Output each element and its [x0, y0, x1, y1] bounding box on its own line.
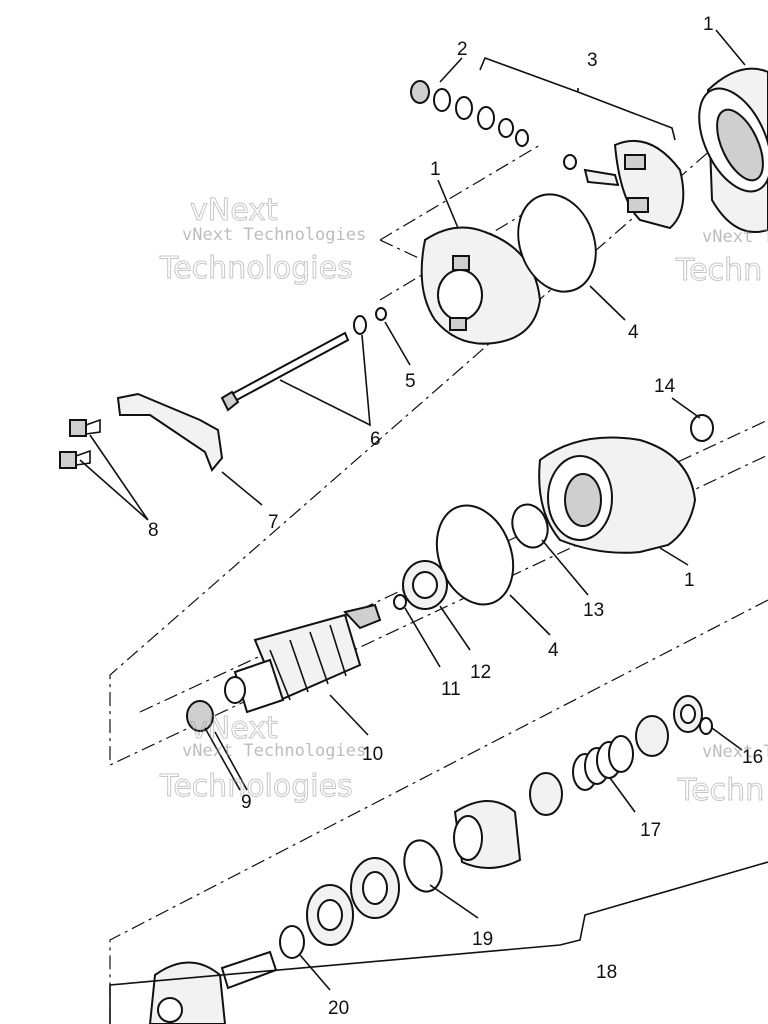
- callout-19: 19: [472, 929, 493, 950]
- callout-14: 14: [654, 376, 676, 397]
- part-washer-14: [690, 414, 714, 442]
- callout-5: 5: [405, 371, 416, 392]
- callout-4-top: 4: [628, 322, 639, 343]
- part-clutch-plate: [306, 884, 354, 946]
- part-mount-bolts: [59, 418, 101, 469]
- callout-6: 6: [370, 429, 381, 450]
- part-drive-housing: [538, 436, 697, 554]
- part-o-ring-13: [511, 503, 549, 549]
- callout-13: 13: [583, 600, 604, 621]
- callout-4-lower: 4: [548, 640, 559, 661]
- part-brush-holder: [563, 139, 685, 230]
- svg-text:vNext Technologies: vNext Technologies: [182, 225, 366, 245]
- watermark-bottom: vNext vNext Technologies Technologies: [159, 711, 367, 805]
- part-spring: [572, 735, 634, 791]
- callouts: 1 2 3 1 4 5 6 7 8 14 1 13 4 12 11 10 9 1…: [148, 14, 763, 1019]
- part-end-cover: [420, 226, 542, 345]
- callout-12: 12: [470, 662, 491, 683]
- callout-17: 17: [640, 820, 661, 841]
- callout-1-top: 1: [703, 14, 714, 35]
- part-bushing: [186, 700, 214, 732]
- part-snap-ring: [279, 925, 305, 959]
- callout-3: 3: [587, 50, 598, 71]
- svg-text:Techn: Techn: [675, 253, 762, 288]
- svg-text:vNext: vNext: [190, 711, 278, 746]
- callout-1-housing: 1: [684, 570, 695, 591]
- svg-text:Technologies: Technologies: [159, 769, 353, 804]
- callout-10: 10: [362, 744, 383, 765]
- part-ring-11: [393, 594, 407, 610]
- callout-2: 2: [457, 39, 468, 60]
- callout-20: 20: [328, 998, 349, 1019]
- part-mount-bracket: [116, 392, 224, 472]
- callout-8: 8: [148, 520, 159, 541]
- part-armature: [224, 603, 382, 714]
- watermark-right-bottom: vNext Te Techn: [677, 742, 768, 809]
- callout-7: 7: [268, 512, 279, 533]
- callout-16: 16: [742, 747, 763, 768]
- svg-text:vNext Te: vNext Te: [702, 742, 768, 762]
- part-ring-19: [403, 839, 443, 893]
- svg-text:vNext: vNext: [190, 193, 278, 228]
- leader-lines: [79, 29, 768, 1024]
- svg-text:vNext Technologies: vNext Technologies: [182, 741, 366, 761]
- part-collar: [529, 772, 563, 816]
- part-output-gear: [148, 950, 278, 1024]
- part-small-ring: [375, 307, 387, 321]
- part-spacer-stack: [635, 695, 713, 757]
- callout-18: 18: [596, 962, 617, 983]
- svg-text:Techn: Techn: [677, 773, 764, 808]
- part-o-ring-top: [517, 193, 597, 293]
- callout-11: 11: [441, 679, 461, 700]
- part-through-bolt: [220, 315, 367, 412]
- svg-text:Technologies: Technologies: [159, 251, 353, 286]
- part-bearing: [402, 560, 448, 610]
- svg-text:vNext Te: vNext Te: [702, 227, 768, 247]
- part-housing-top: [698, 67, 768, 233]
- watermark-top: vNext vNext Technologies Technologies: [159, 193, 367, 287]
- part-drive-gear: [350, 800, 522, 919]
- watermark-right-top: vNext Te Techn: [675, 227, 768, 289]
- callout-1-cover: 1: [430, 159, 441, 180]
- part-washer-stack: [410, 80, 529, 147]
- callout-9: 9: [241, 792, 252, 813]
